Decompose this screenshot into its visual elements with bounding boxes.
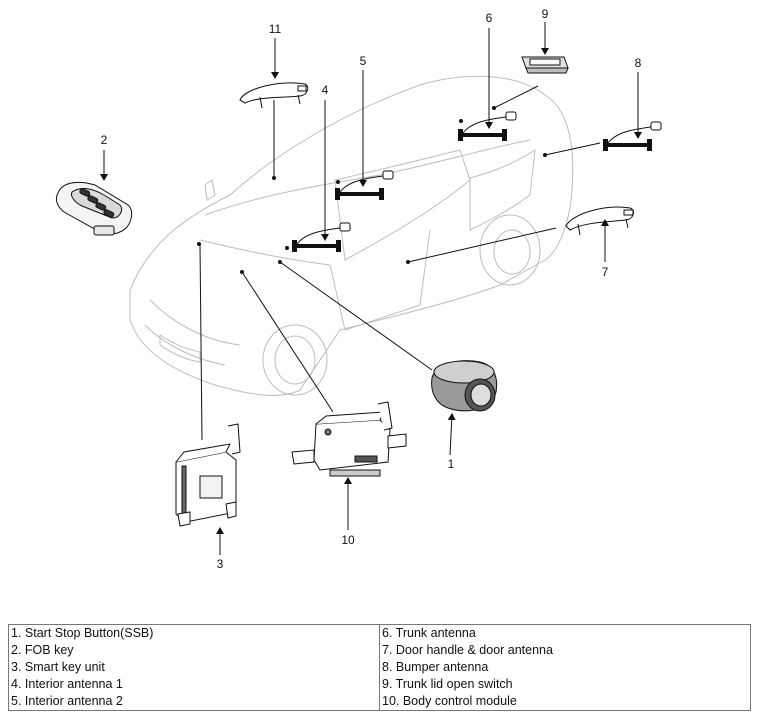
- smart-key-system-diagram: 1 2 3 4 5 6 7 8 9 10 11: [55, 7, 662, 571]
- parts-legend-table: 1. Start Stop Button(SSB) 6. Trunk anten…: [8, 624, 751, 711]
- callout-10: 10: [341, 533, 355, 547]
- legend-item: 10. Body control module: [379, 693, 751, 711]
- fob-key-part-2: [55, 181, 133, 236]
- callout-arrows: [100, 22, 642, 555]
- legend-item: 3. Smart key unit: [8, 659, 380, 676]
- bumper-antenna-part-8: [602, 121, 662, 152]
- legend-row: 1. Start Stop Button(SSB) 6. Trunk anten…: [8, 624, 751, 642]
- callout-7: 7: [602, 265, 609, 279]
- callout-1: 1: [448, 457, 455, 471]
- legend-item: 5. Interior antenna 2: [8, 693, 380, 711]
- callout-9: 9: [542, 7, 549, 21]
- trunk-switch-part-9: [521, 56, 569, 74]
- car-outline: [129, 75, 574, 396]
- callout-5: 5: [360, 54, 367, 68]
- smart-key-unit-part-3: [175, 423, 241, 527]
- legend-row: 5. Interior antenna 2 10. Body control m…: [8, 693, 751, 711]
- callout-8: 8: [635, 56, 642, 70]
- callout-2: 2: [101, 133, 108, 147]
- callout-4: 4: [322, 83, 329, 97]
- legend-item: 1. Start Stop Button(SSB): [8, 624, 380, 642]
- legend-row: 2. FOB key 7. Door handle & door antenna: [8, 642, 751, 659]
- legend-item: 2. FOB key: [8, 642, 380, 659]
- legend-item: 7. Door handle & door antenna: [379, 642, 751, 659]
- interior-antenna-1-part-4: [291, 222, 351, 253]
- start-stop-button-part-1: [431, 360, 498, 412]
- trunk-antenna-part-6: [457, 111, 517, 142]
- callout-11: 11: [269, 22, 282, 36]
- door-handle-part-11: [239, 82, 309, 109]
- body-control-module-part-10: [291, 401, 407, 477]
- leader-lines: [199, 85, 601, 441]
- legend-row: 3. Smart key unit 8. Bumper antenna: [8, 659, 751, 676]
- legend-item: 4. Interior antenna 1: [8, 676, 380, 693]
- legend-item: 9. Trunk lid open switch: [379, 676, 751, 693]
- legend-row: 4. Interior antenna 1 9. Trunk lid open …: [8, 676, 751, 693]
- legend-item: 6. Trunk antenna: [379, 624, 751, 642]
- interior-antenna-2-part-5: [334, 170, 394, 201]
- legend-item: 8. Bumper antenna: [379, 659, 751, 676]
- callout-6: 6: [486, 11, 493, 25]
- callout-3: 3: [217, 557, 224, 571]
- car-points: [197, 106, 547, 274]
- door-handle-antenna-part-7: [565, 206, 634, 236]
